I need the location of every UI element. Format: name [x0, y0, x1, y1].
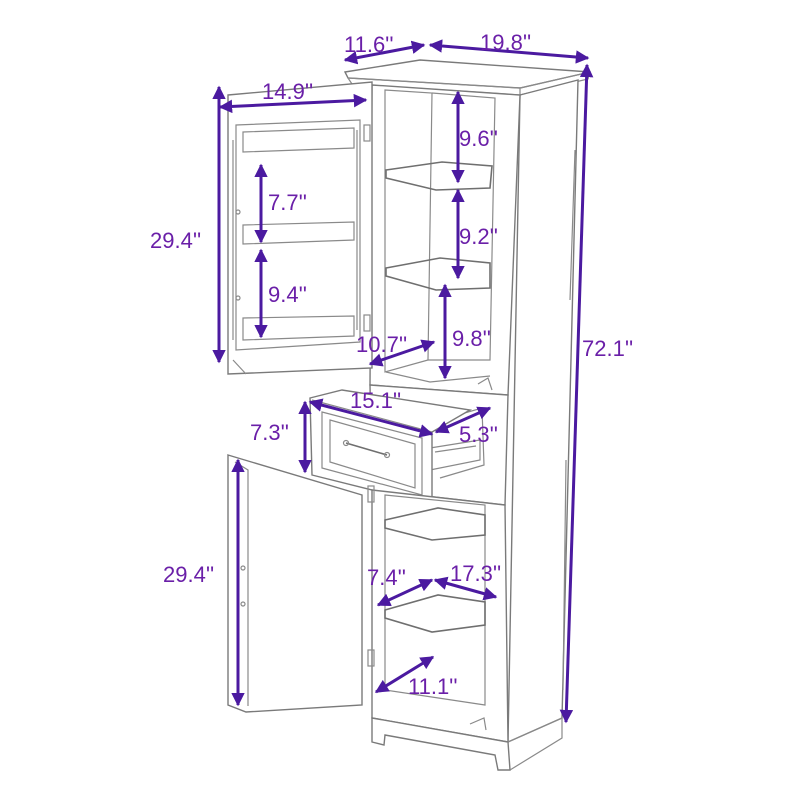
- arrow-lower-shelf-width: [433, 576, 498, 601]
- lower-shelf-1: [384, 507, 486, 541]
- upper-shelf-1: [385, 161, 493, 191]
- arrow-inner-depth-upper: [368, 339, 436, 367]
- arrow-door-width: [218, 93, 368, 114]
- label-drawer-depth: 5.3'': [459, 422, 498, 447]
- dimension-labels: 11.6'' 19.8'' 14.9'' 29.4'' 7.7'' 9.4'' …: [150, 30, 633, 699]
- upper-shelf-2: [385, 257, 491, 291]
- label-door-rack-upper: 7.7'': [268, 190, 307, 215]
- label-drawer-width: 15.1'': [350, 388, 401, 413]
- arrow-bottom-depth: [374, 655, 435, 694]
- label-lower-shelf-depth: 7.4'': [367, 565, 406, 590]
- label-upper-door-height: 29.4'': [150, 228, 201, 253]
- upper-door: [227, 81, 373, 375]
- arrow-width-top: [428, 39, 590, 64]
- cabinet-drawing: [227, 59, 591, 771]
- label-shelf-gap-1: 9.6'': [459, 126, 498, 151]
- label-width-top: 19.8'': [480, 30, 531, 55]
- lower-door: [227, 454, 363, 713]
- label-lower-door-height: 29.4'': [163, 562, 214, 587]
- label-shelf-gap-2: 9.2'': [459, 224, 498, 249]
- label-depth-top: 11.6'': [344, 32, 394, 57]
- label-bottom-depth: 11.1'': [408, 674, 458, 699]
- label-lower-shelf-width: 17.3'': [450, 561, 501, 586]
- label-shelf-gap-3: 9.8'': [452, 326, 491, 351]
- label-door-rack-lower: 9.4'': [268, 282, 307, 307]
- label-drawer-front-height: 7.3'': [250, 420, 289, 445]
- arrow-lower-shelf-depth: [376, 578, 434, 607]
- arrow-depth-top: [343, 40, 426, 65]
- label-door-width: 14.9'': [262, 79, 313, 104]
- arrow-total-height: [559, 63, 594, 724]
- label-total-height: 72.1'': [582, 336, 633, 361]
- drawer-handle: [345, 442, 388, 456]
- arrow-drawer-width: [308, 398, 434, 438]
- dimension-arrows: [212, 39, 594, 724]
- label-inner-depth-upper: 10.7'': [356, 332, 407, 357]
- arrow-drawer-depth: [434, 406, 492, 434]
